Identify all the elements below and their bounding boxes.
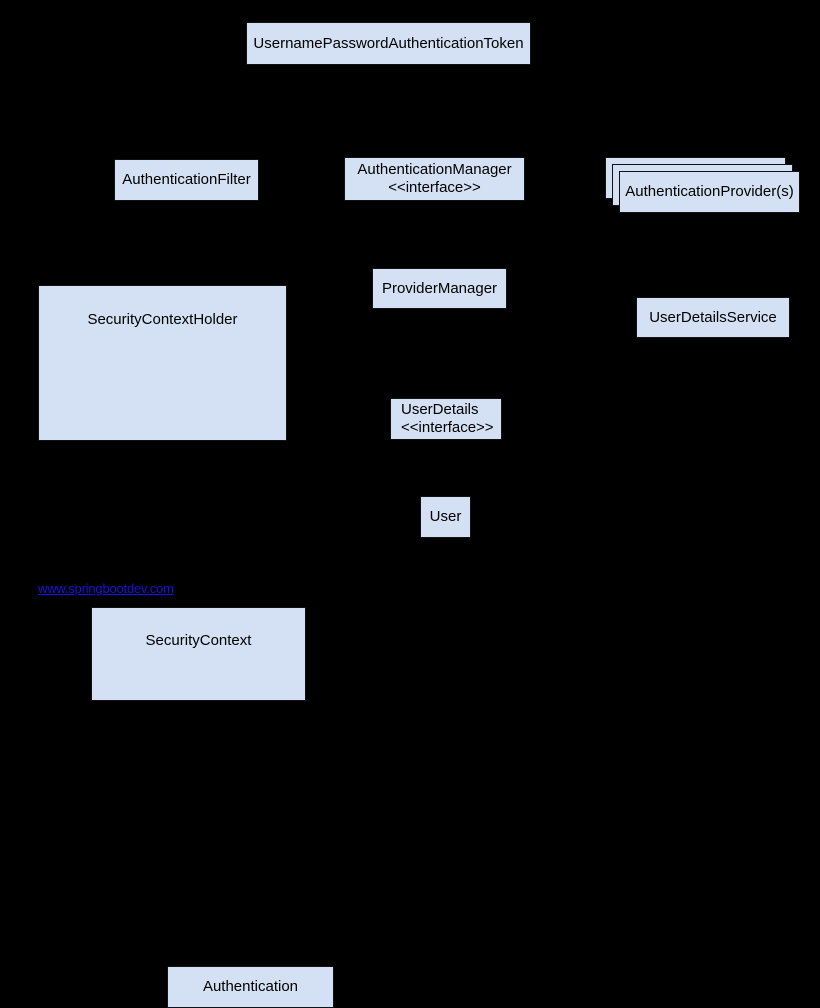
node-provider-manager[interactable]: ProviderManager <box>372 268 507 309</box>
node-authentication-filter[interactable]: AuthenticationFilter <box>114 159 259 201</box>
node-security-context[interactable]: SecurityContext Authentication <box>91 607 334 1008</box>
node-username-password-authentication-token[interactable]: UsernamePasswordAuthenticationToken <box>246 22 531 65</box>
footer-website-link[interactable]: www.springbootdev.com <box>38 581 174 596</box>
security-context-holder-label: SecurityContextHolder <box>87 311 238 328</box>
node-security-context-holder[interactable]: SecurityContextHolder SecurityContext Au… <box>38 285 334 1008</box>
node-authentication-manager[interactable]: AuthenticationManager <<interface>> <box>344 157 525 201</box>
security-context-label: SecurityContext <box>145 632 252 649</box>
diagram-canvas: UsernamePasswordAuthenticationToken Auth… <box>38 22 800 1008</box>
node-user-details-service[interactable]: UserDetailsService <box>636 297 790 338</box>
node-user-details[interactable]: UserDetails <<interface>> <box>390 398 502 440</box>
node-authentication[interactable]: Authentication <box>167 966 334 1008</box>
node-authentication-provider[interactable]: AuthenticationProvider(s) <box>619 171 800 213</box>
node-user[interactable]: User <box>420 496 471 538</box>
